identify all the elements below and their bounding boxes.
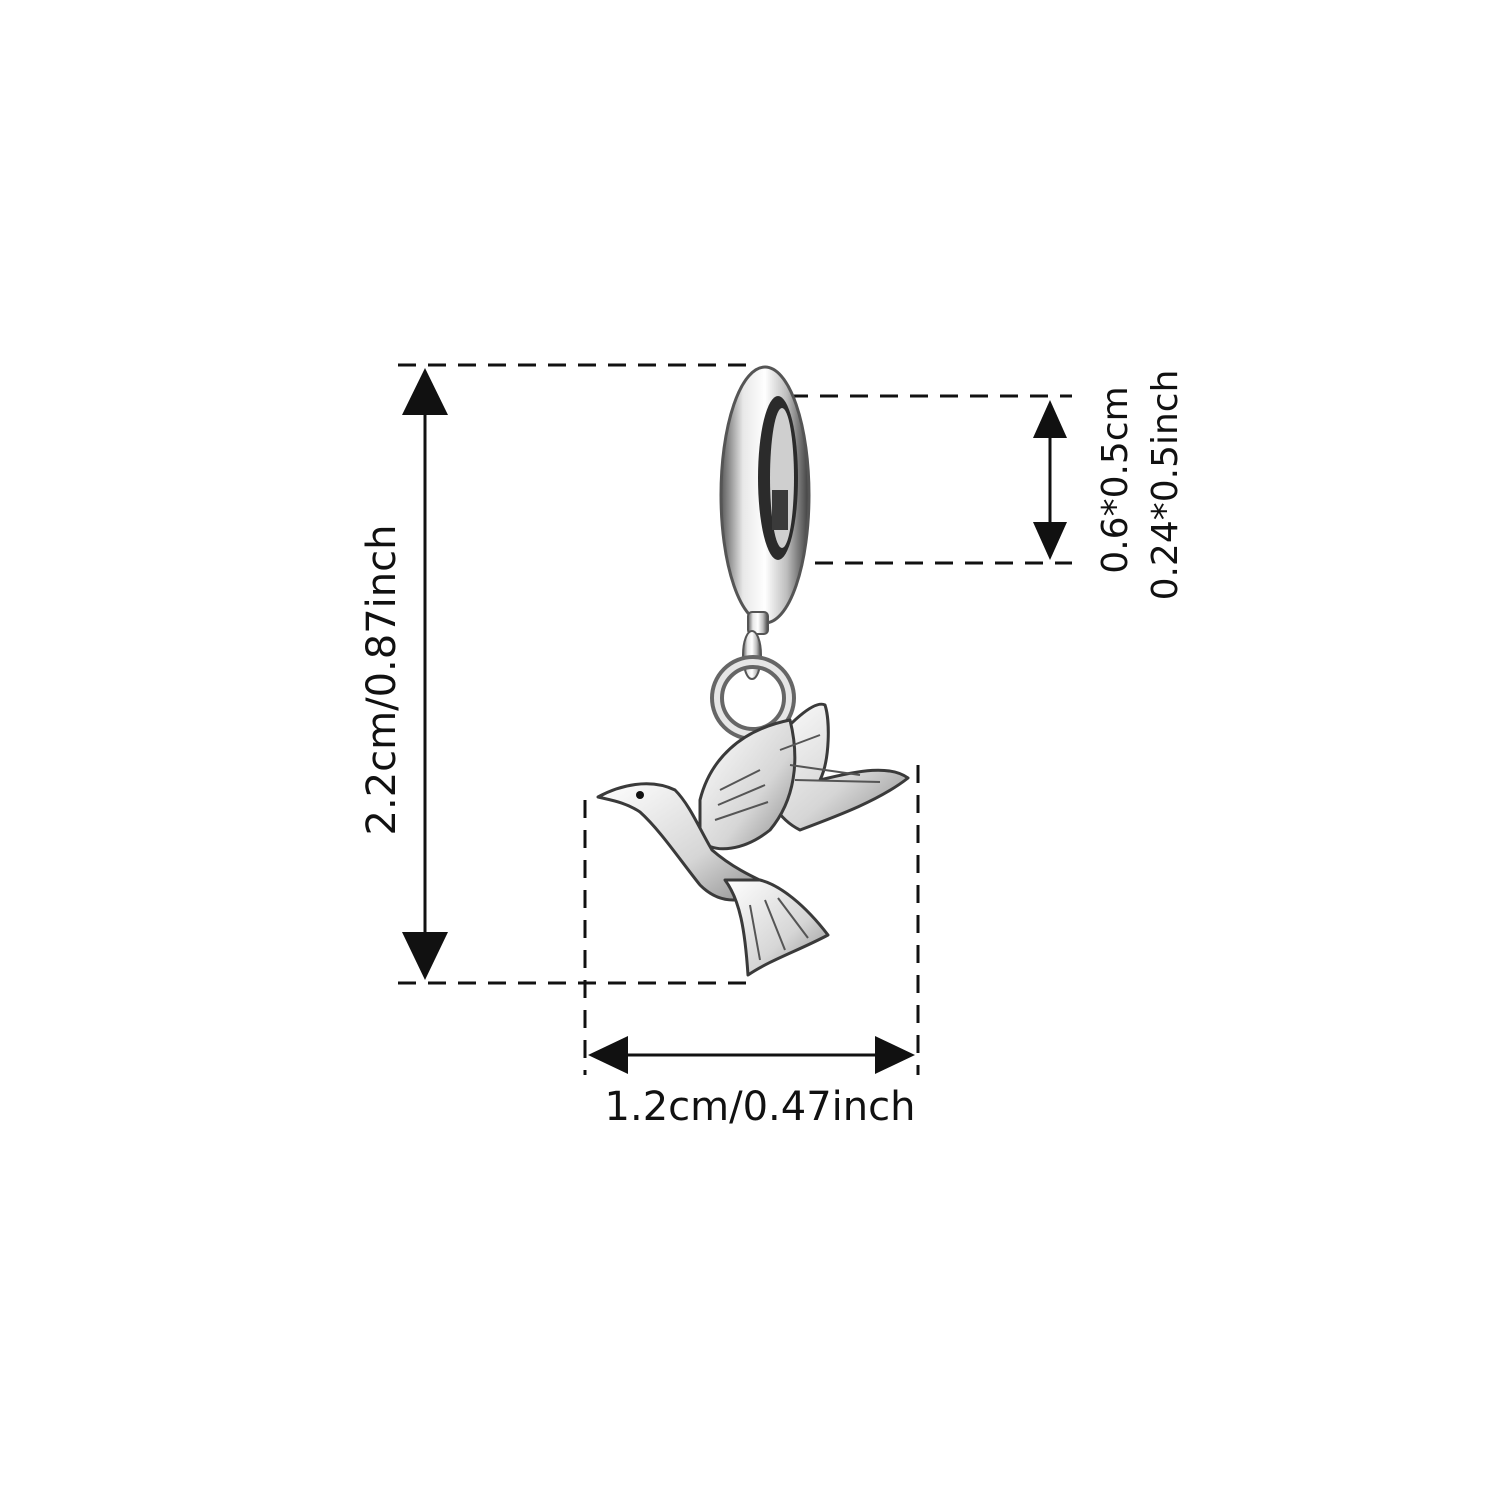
width-arrow-left-icon: [588, 1036, 628, 1074]
jump-ring-icon: [710, 630, 796, 741]
width-dimension: 1.2cm/0.47inch: [583, 765, 920, 1130]
clasp-arrow-up-icon: [1033, 400, 1067, 438]
height-label: 2.2cm/0.87inch: [359, 525, 405, 836]
bird-charm-icon: [596, 702, 910, 977]
height-arrow-up-icon: [402, 368, 448, 415]
height-arrow-down-icon: [402, 932, 448, 980]
width-arrow-right-icon: [875, 1036, 915, 1074]
clasp-label-cm: 0.6*0.5cm: [1095, 386, 1136, 573]
height-dimension: 2.2cm/0.87inch: [359, 363, 750, 985]
clasp-ring-icon: [719, 365, 811, 635]
clasp-arrow-down-icon: [1033, 522, 1067, 560]
clasp-label-inch: 0.24*0.5inch: [1145, 370, 1186, 601]
width-label: 1.2cm/0.47inch: [605, 1084, 916, 1130]
clasp-dimension: 0.6*0.5cm 0.24*0.5inch: [785, 370, 1186, 601]
